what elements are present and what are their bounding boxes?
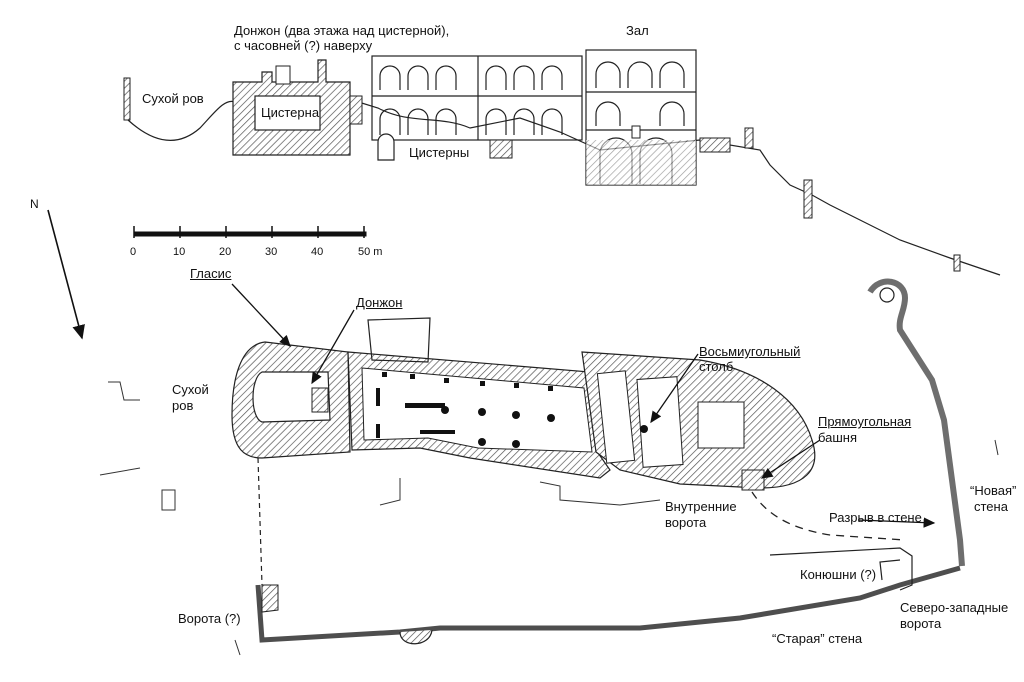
leader-arrows [231, 283, 936, 528]
outer-wall-west [257, 457, 263, 586]
section-donjon-label-2: с часовней (?) наверху [234, 38, 373, 53]
scale-tick-20: 20 [219, 246, 232, 258]
donjon-stair [311, 387, 329, 413]
new-wall [867, 278, 965, 567]
north-annex [367, 317, 431, 363]
nw-tower-ring [879, 287, 895, 303]
pier-section [631, 125, 641, 139]
outer-wall-south [255, 565, 961, 643]
inner-gate-label-2: ворота [665, 515, 707, 530]
new-wall-label-2: стена [974, 499, 1008, 514]
scale-tick-0: 0 [130, 246, 137, 258]
section-cistern-label: Цистерна [261, 105, 320, 120]
octagonal-pillar [640, 425, 648, 433]
north-arrow [47, 209, 85, 340]
cistern-section-2 [489, 139, 513, 159]
east-room-1 [596, 370, 636, 464]
octagonal-pillar-label-1: Восьмиугольный [699, 344, 801, 359]
castle-plan [99, 278, 999, 656]
section-hall-label: Зал [626, 23, 649, 38]
wall-breach-label: Разрыв в стене [829, 510, 922, 525]
moat-cliff [123, 77, 131, 121]
nw-gate-label-1: Северо-западные [900, 600, 1009, 615]
donjon-label: Донжон [356, 295, 403, 310]
hill-step-1 [699, 137, 731, 153]
gate-bastion [399, 629, 433, 645]
scale-tick-50: 50 m [358, 246, 383, 258]
scale-bar [133, 226, 367, 238]
rect-tower-label-1: Прямоугольная [818, 414, 912, 429]
scale-tick-30: 30 [265, 246, 278, 258]
donjon-buttress [349, 95, 363, 125]
rect-tower-label-2: башня [818, 430, 858, 445]
cistern-room [254, 95, 321, 131]
east-room-3 [697, 401, 745, 449]
glacis-label: Гласис [190, 266, 232, 281]
old-wall-label: “Старая” стена [772, 631, 863, 646]
gate-stairs [261, 584, 279, 613]
nw-gate-label-2: ворота [900, 616, 942, 631]
gate-label: Ворота (?) [178, 611, 241, 626]
breach-line [751, 491, 906, 541]
wall-fragments [99, 381, 999, 656]
scale-tick-40: 40 [311, 246, 324, 258]
cross-section [123, 49, 1001, 276]
cistern-section-1 [377, 133, 395, 161]
plan-dry-moat-label-1: Сухой [172, 382, 209, 397]
section-donjon-label: Донжон (два этажа над цистерной), [234, 23, 450, 38]
stables-outline [769, 547, 913, 591]
donjon-plan [252, 371, 331, 423]
chapel-top [275, 65, 291, 85]
hall-base [586, 140, 696, 185]
hill-step-4 [953, 254, 961, 272]
hill-step-3 [803, 179, 813, 219]
rect-tower [741, 469, 765, 491]
hall-columns [376, 372, 555, 448]
section-cisterns-label: Цистерны [409, 145, 470, 160]
plan-dry-moat-label-2: ров [172, 398, 194, 413]
octagonal-pillar-label-2: столб [699, 359, 734, 374]
stables-label: Конюшни (?) [800, 567, 877, 582]
inner-gate-label-1: Внутренние [665, 499, 737, 514]
scale-tick-10: 10 [173, 246, 186, 258]
north-label: N [30, 197, 39, 211]
new-wall-label-1: “Новая” [970, 483, 1017, 498]
east-room-2 [636, 376, 684, 468]
hill-step-2 [744, 127, 754, 149]
hall-arcade-left [371, 55, 583, 141]
hall-interior [361, 367, 593, 453]
section-dry-moat-label: Сухой ров [142, 91, 204, 106]
